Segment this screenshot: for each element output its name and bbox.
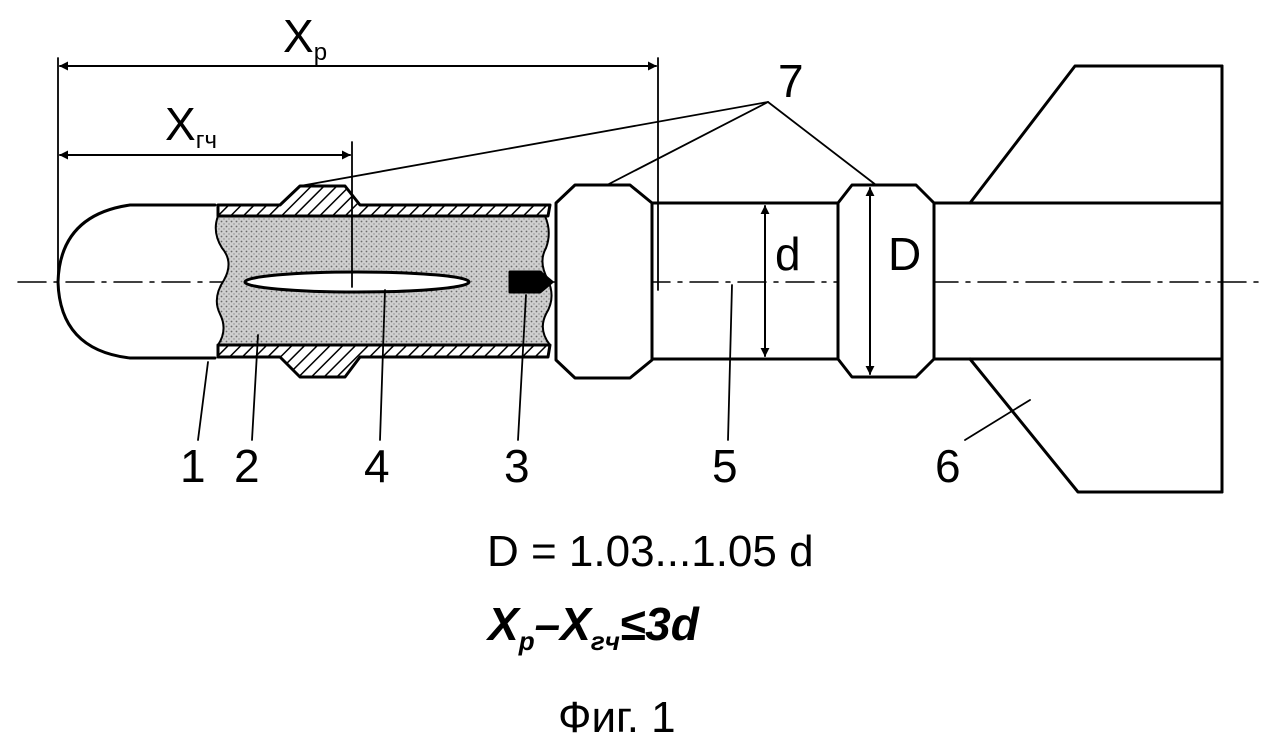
stabilizer-fin-bottom xyxy=(970,359,1222,492)
label-D: D xyxy=(888,228,921,280)
case-wall-bottom xyxy=(218,345,550,377)
label-3: 3 xyxy=(504,440,530,492)
leader-7-a xyxy=(300,102,768,186)
figure-caption: Фиг. 1 xyxy=(558,693,676,742)
ring-belt-2 xyxy=(838,185,934,377)
case-wall-top xyxy=(218,186,550,216)
formula-1: D = 1.03...1.05 d xyxy=(487,527,814,576)
formula-2: Xp–Xгч≤3d xyxy=(485,598,700,656)
ellipsoid-element xyxy=(245,272,469,292)
label-7: 7 xyxy=(778,55,804,107)
leader-5 xyxy=(728,285,732,440)
ring-belt-1 xyxy=(556,185,652,378)
xp-label: Xp xyxy=(283,10,327,66)
stabilizer-fin-top xyxy=(970,66,1222,203)
xgch-label: Xгч xyxy=(165,98,217,154)
label-1: 1 xyxy=(180,440,206,492)
label-2: 2 xyxy=(234,440,260,492)
leader-7-b xyxy=(607,102,768,185)
label-6: 6 xyxy=(935,440,961,492)
leader-7-c xyxy=(768,102,876,185)
small-fuse-element xyxy=(510,272,552,292)
label-5: 5 xyxy=(712,440,738,492)
label-4: 4 xyxy=(364,440,390,492)
leader-1 xyxy=(198,362,208,440)
label-d: d xyxy=(775,228,801,280)
